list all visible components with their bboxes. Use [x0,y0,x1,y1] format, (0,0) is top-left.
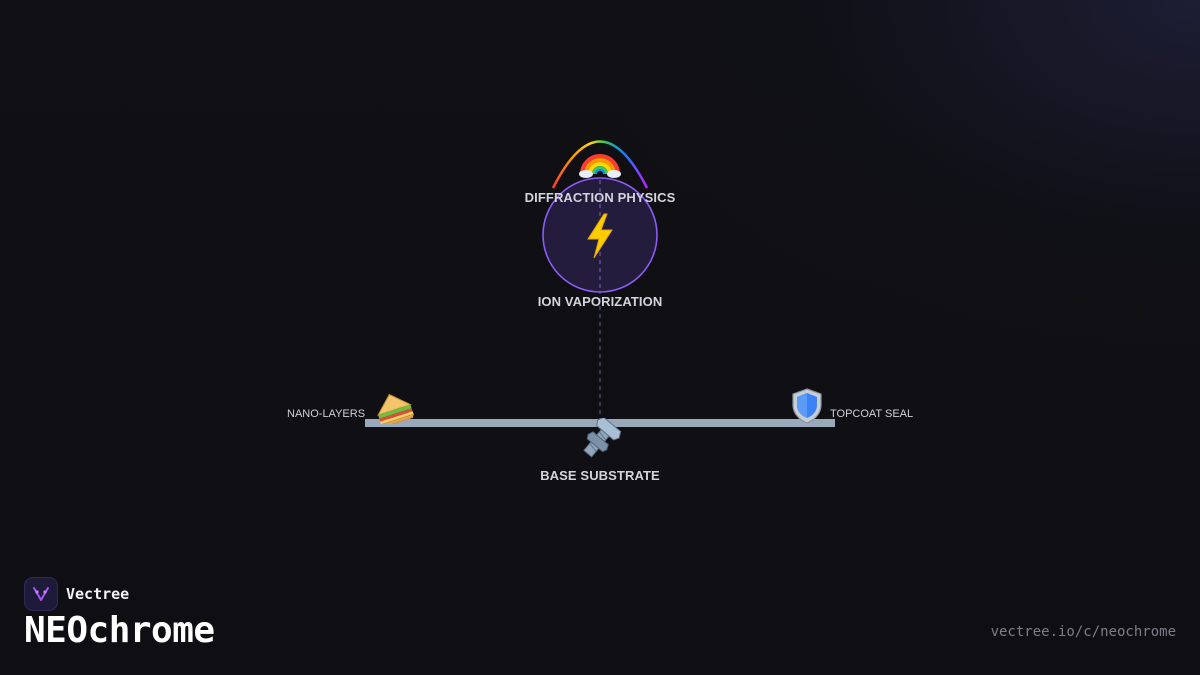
product-title: NEOchrome [24,610,215,651]
vectree-logo-icon [24,577,58,611]
topcoat-seal-label: TOPCOAT SEAL [830,408,914,420]
ion-vaporization-label: ION VAPORIZATION [537,294,663,309]
company-name: Vectree [66,585,130,603]
shield-icon [792,388,822,424]
lightning-icon [587,213,613,259]
base-substrate-label: BASE SUBSTRATE [540,468,660,483]
diffraction-arc [551,140,649,189]
rainbow-icon [579,154,621,178]
nano-layers-label: NANO-LAYERS [287,408,366,420]
diffraction-physics-label: DIFFRACTION PHYSICS [524,190,676,205]
nut-and-bolt-icon [583,418,622,458]
product-url[interactable]: vectree.io/c/neochrome [990,624,1176,640]
sandwich-icon [377,393,414,424]
brand-block: Vectree [24,577,129,611]
